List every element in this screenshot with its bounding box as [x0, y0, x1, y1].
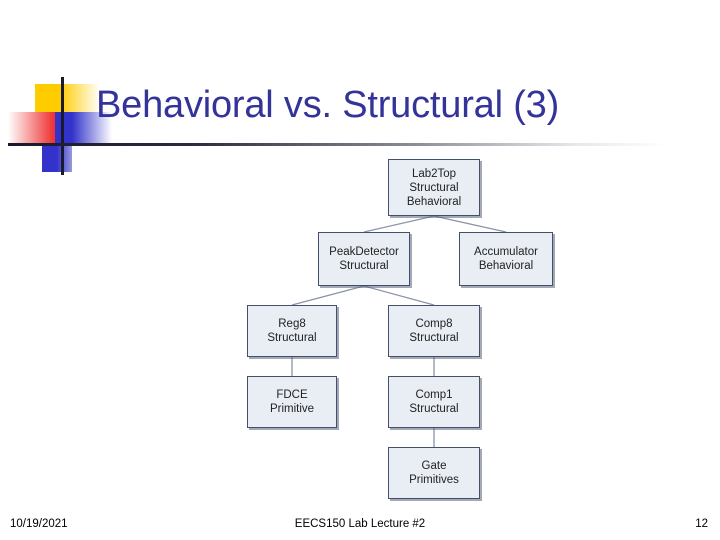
connector-peakdetector-to-reg8	[291, 285, 365, 306]
diagram-node-label: Comp1	[415, 389, 453, 401]
diagram-node-label: Reg8	[278, 318, 306, 330]
diagram-node-label: Structural	[339, 260, 389, 272]
diagram-node-label: Structural	[409, 403, 459, 415]
connector-peakdetector-to-comp8	[363, 285, 435, 306]
decoration-blue-square	[55, 112, 112, 144]
footer-lecture-name: EECS150 Lab Lecture #2	[294, 518, 426, 530]
diagram-node-label: Comp8	[415, 318, 453, 330]
footer-date: 10/19/2021	[10, 518, 68, 530]
diagram-node-label: Structural	[267, 332, 317, 344]
page-title: Behavioral vs. Structural (3)	[96, 84, 560, 126]
diagram-node-label: Accumulator	[474, 246, 538, 258]
diagram-node-label: Behavioral	[406, 195, 462, 208]
slide-footer: 10/19/2021 EECS150 Lab Lecture #2 12	[0, 518, 720, 540]
diagram-node-label: FDCE	[276, 389, 308, 401]
diagram-node-fdce: FDCE Primitive	[247, 376, 337, 428]
diagram-node-label: Gate	[421, 460, 447, 472]
diagram-node-label: Structural	[409, 181, 459, 194]
title-underline-rule	[8, 143, 668, 146]
diagram-node-label: Primitives	[409, 474, 459, 486]
connector-lab2top-to-accumulator	[433, 215, 507, 233]
decoration-blue-square-lower	[42, 144, 72, 172]
diagram-node-label: Structural	[409, 332, 459, 344]
diagram-node-label: Lab2Top	[411, 167, 457, 180]
footer-page-number: 12	[695, 518, 708, 530]
diagram-node-label: Primitive	[269, 403, 315, 415]
diagram-node-label: PeakDetector	[329, 246, 399, 258]
title-decoration	[0, 72, 668, 180]
decoration-vertical-rule	[61, 77, 64, 175]
diagram-node-label: Behavioral	[478, 260, 534, 272]
connector-lab2top-to-peakdetector	[363, 215, 435, 233]
